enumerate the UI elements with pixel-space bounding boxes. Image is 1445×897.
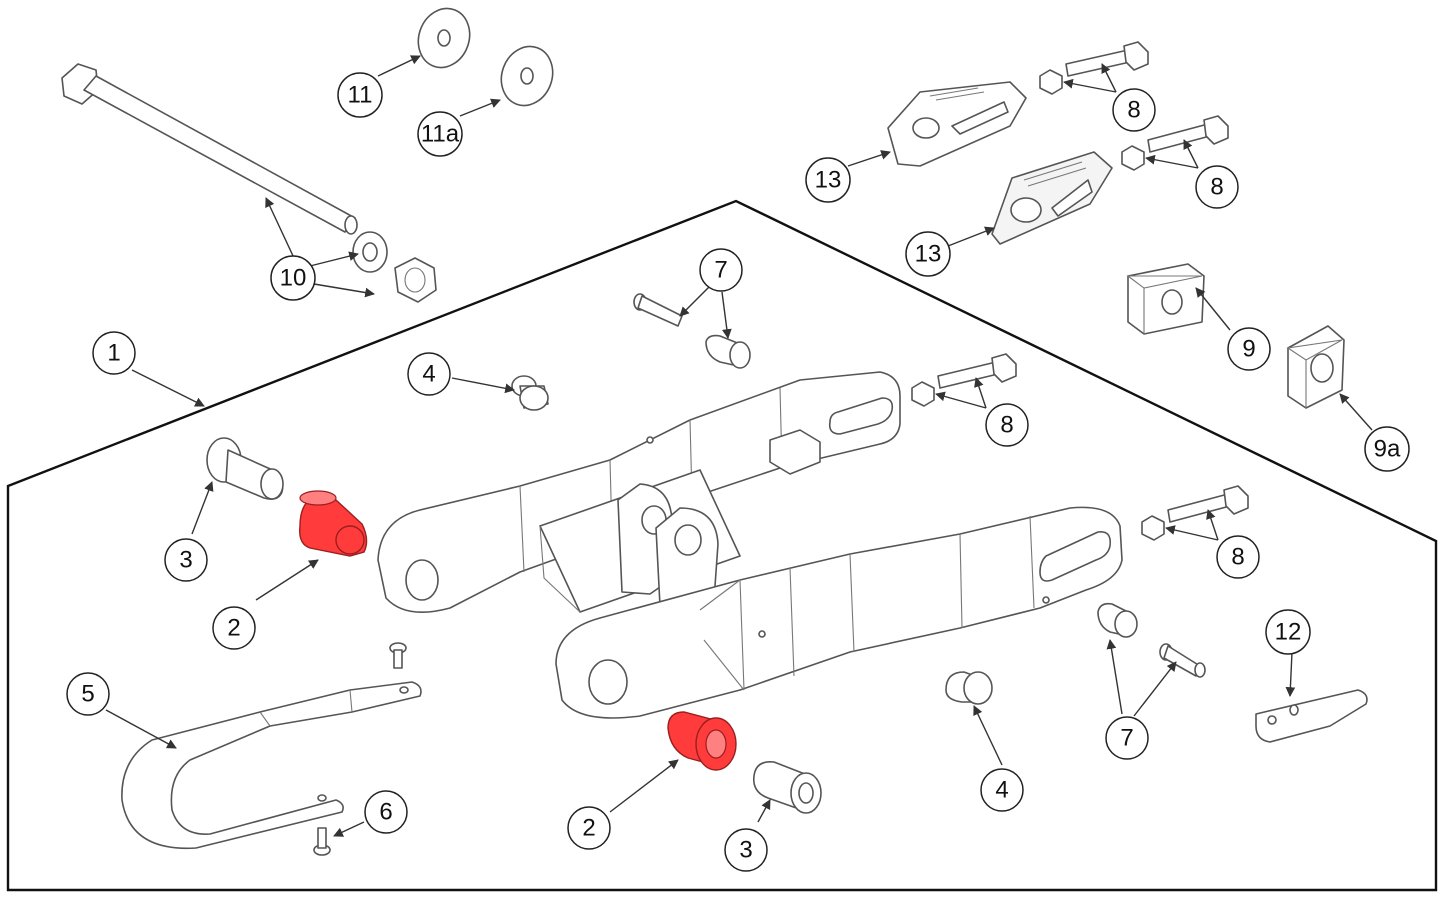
callout-3-upper: 3	[164, 538, 208, 582]
svg-text:9: 9	[1242, 336, 1255, 363]
callout-2-lower: 2	[567, 806, 611, 850]
callout-4-lower: 4	[980, 768, 1024, 812]
svg-text:7: 7	[714, 257, 727, 284]
svg-text:1: 1	[107, 340, 120, 367]
svg-text:8: 8	[1231, 544, 1244, 571]
callout-4-upper: 4	[407, 352, 451, 396]
axle-bolt	[61, 63, 358, 235]
svg-text:13: 13	[915, 241, 942, 268]
chain-adjuster-upper	[887, 81, 1027, 167]
bushing-3-upper	[206, 437, 284, 500]
svg-text:9a: 9a	[1374, 436, 1401, 463]
callout-7-upper: 7	[699, 248, 743, 292]
adjuster-bolt-1	[1039, 41, 1149, 95]
svg-text:6: 6	[379, 799, 392, 826]
washer-11	[417, 7, 471, 69]
bushing-2-upper-highlighted	[299, 490, 368, 557]
callout-5: 5	[66, 672, 110, 716]
callout-7-lower: 7	[1105, 716, 1149, 760]
callout-11: 11	[337, 72, 383, 118]
bushing-7-upper	[705, 334, 751, 369]
callout-3-lower: 3	[724, 828, 768, 872]
washer-11a	[500, 45, 554, 107]
block-9	[1126, 263, 1205, 335]
svg-text:11a: 11a	[421, 121, 460, 148]
bushing-2-lower-highlighted	[667, 711, 737, 771]
bushing-4-upper	[511, 375, 549, 411]
pin-7-upper	[633, 293, 683, 327]
callout-12: 12	[1265, 609, 1311, 655]
svg-text:8: 8	[1000, 412, 1013, 439]
callout-1: 1	[92, 331, 136, 375]
svg-text:2: 2	[582, 815, 595, 842]
callout-8-c: 8	[985, 403, 1029, 447]
callout-11a: 11a	[417, 111, 463, 157]
callout-8-d: 8	[1216, 535, 1260, 579]
adjuster-bolt-2	[1121, 115, 1229, 171]
svg-text:11: 11	[348, 82, 373, 109]
callout-13-upper: 13	[805, 157, 851, 203]
chain-adjuster-lower	[991, 151, 1113, 245]
callout-2-upper: 2	[212, 606, 256, 650]
callout-8-b: 8	[1195, 165, 1239, 209]
block-9a	[1286, 325, 1345, 409]
svg-text:4: 4	[422, 361, 435, 388]
assembly-boundary	[6, 199, 1438, 892]
pin-7-lower	[1159, 643, 1206, 678]
svg-text:5: 5	[81, 681, 94, 708]
callout-13-lower: 13	[905, 231, 951, 277]
svg-text:8: 8	[1210, 174, 1223, 201]
callout-6: 6	[364, 790, 408, 834]
bushing-3-lower	[752, 760, 822, 814]
svg-text:13: 13	[815, 167, 842, 194]
screw-6-upper	[389, 642, 407, 669]
svg-text:3: 3	[179, 547, 192, 574]
bracket-12	[1255, 689, 1368, 743]
callouts: 1 2 2 3 3 4 4 5 6 7 7 8 8 8 8 9 9a 10 11…	[66, 72, 1410, 872]
svg-text:8: 8	[1127, 97, 1140, 124]
adjuster-bolt-3	[911, 353, 1017, 407]
axle-nut	[394, 257, 437, 303]
svg-text:10: 10	[280, 265, 307, 292]
axle-washer	[352, 231, 388, 273]
svg-text:4: 4	[995, 777, 1008, 804]
chain-guard	[121, 681, 422, 850]
svg-text:3: 3	[739, 837, 752, 864]
bushing-4-lower	[945, 671, 993, 705]
svg-text:7: 7	[1120, 725, 1133, 752]
leader-lines	[105, 55, 1373, 837]
swingarm	[377, 371, 1123, 719]
callout-10: 10	[270, 255, 316, 301]
callout-8-a: 8	[1112, 88, 1156, 132]
svg-text:2: 2	[227, 615, 240, 642]
bushing-7-lower	[1097, 602, 1138, 638]
screw-6-lower	[313, 827, 331, 856]
svg-text:12: 12	[1275, 619, 1302, 646]
adjuster-bolt-4	[1141, 485, 1249, 541]
callout-9: 9	[1227, 327, 1271, 371]
callout-9a: 9a	[1364, 426, 1410, 472]
